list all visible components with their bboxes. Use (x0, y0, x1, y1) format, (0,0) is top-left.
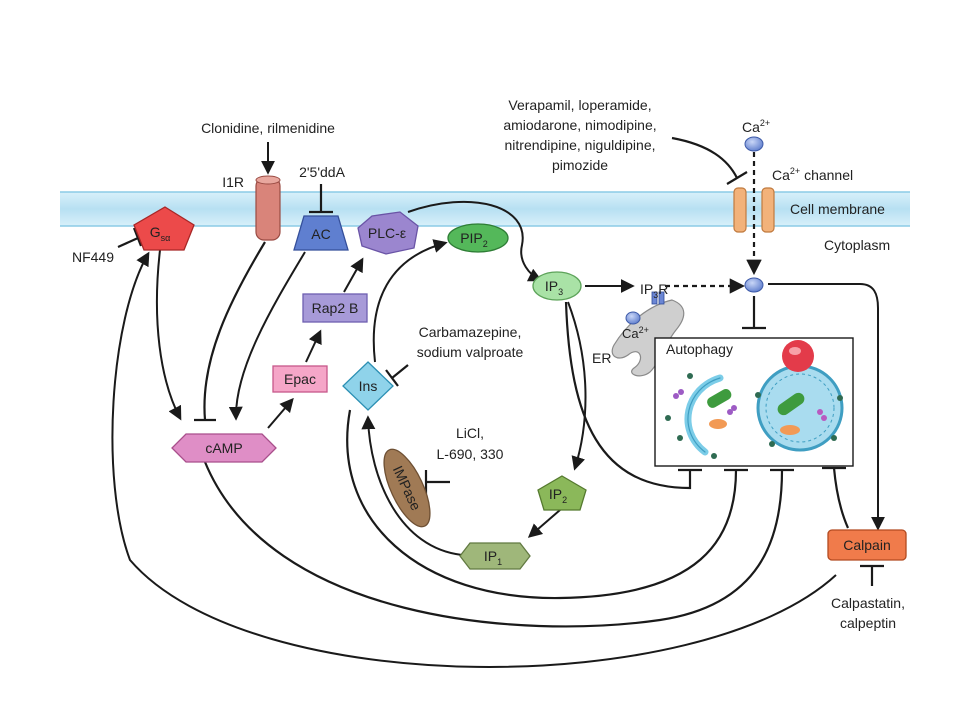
ca-er-label: Ca2+ (622, 325, 649, 341)
arrow-plc-ip3 (407, 200, 543, 282)
ip3r-receptor (651, 291, 665, 305)
cell-membrane-label: Cell membrane (790, 201, 885, 217)
inhibit-verapamil-stem (671, 136, 738, 179)
arrow-gs-camp (155, 249, 182, 421)
epac-node: Epac (272, 365, 328, 393)
svg-text:IP2: IP2 (549, 486, 567, 505)
arrow-ip3-ip2 (567, 301, 587, 471)
svg-text:IP1: IP1 (484, 548, 502, 567)
cytoplasm-label: Cytoplasm (824, 237, 890, 253)
i1r-label: I1R (222, 174, 244, 190)
ca-ion-er (625, 311, 641, 325)
drug-calpastatin-label: Calpastatin, calpeptin (831, 595, 905, 631)
svg-text:sodium valproate: sodium valproate (417, 344, 524, 360)
svg-text:Calpain: Calpain (843, 537, 890, 553)
er-structure (611, 299, 685, 377)
rap2b-node: Rap2 B (302, 293, 368, 323)
svg-text:LiCl,: LiCl, (456, 425, 484, 441)
gs-alpha-node: Gsα (133, 206, 195, 251)
svg-text:Rap2 B: Rap2 B (312, 300, 359, 316)
svg-text:nitrendipine, niguldipine,: nitrendipine, niguldipine, (505, 137, 656, 153)
drug-nf449-label: NF449 (72, 249, 114, 265)
er-label: ER (592, 350, 611, 366)
drug-verapamil-label: Verapamil, loperamide, amiodarone, nimod… (503, 97, 656, 173)
ca-channel-label: Ca2+ channel (772, 166, 853, 183)
svg-text:pimozide: pimozide (552, 157, 608, 173)
ca-ion-cytoplasm (744, 277, 764, 293)
drug-clonidine-label: Clonidine, rilmenidine (201, 120, 335, 136)
svg-text:amiodarone, nimodipine,: amiodarone, nimodipine, (503, 117, 656, 133)
autophagy-box (654, 337, 854, 467)
svg-text:PIP2: PIP2 (460, 230, 488, 249)
impase-node: IMPase (383, 448, 431, 528)
ip2-node: IP2 (537, 475, 587, 511)
svg-text:Ins: Ins (359, 378, 378, 394)
svg-text:Carbamazepine,: Carbamazepine, (419, 324, 522, 340)
arrow-ip1-ins (361, 415, 463, 556)
svg-text:Epac: Epac (284, 371, 316, 387)
svg-text:cAMP: cAMP (205, 440, 242, 456)
camp-node: cAMP (171, 433, 277, 463)
arrow-ac-camp (228, 251, 306, 421)
arrow-calpain-gs (111, 251, 837, 668)
svg-text:Verapamil, loperamide,: Verapamil, loperamide, (508, 97, 651, 113)
svg-text:Gsα: Gsα (150, 224, 171, 243)
svg-text:calpeptin: calpeptin (840, 615, 896, 631)
pip2-node: PIP2 (447, 223, 509, 253)
ip1-node: IP1 (459, 542, 531, 570)
inhibit-camp-autophagy-stem (203, 461, 784, 628)
drug-ddA-label: 2'5'ddA (299, 164, 345, 180)
ca-channel (733, 187, 775, 233)
inhibit-carbamazepine-bar (385, 369, 399, 387)
inhibit-ins-autophagy-stem (346, 409, 738, 600)
svg-text:Calpastatin,: Calpastatin, (831, 595, 905, 611)
ca-extracellular-label: Ca2+ (742, 118, 770, 135)
inhibit-nf449-gs-stem (117, 236, 139, 249)
drug-licl-label: LiCl, L-690, 330 (437, 425, 504, 462)
inhibit-nf449-gs-bar (132, 227, 143, 247)
svg-text:AC: AC (311, 226, 330, 242)
arrow-ins-pip2 (372, 239, 448, 363)
arrow-camp-epac (267, 397, 294, 429)
ca-ion-extracellular (744, 136, 764, 152)
inhibit-verapamil-bar (726, 171, 748, 185)
drug-carbamazepine-label: Carbamazepine, sodium valproate (417, 324, 524, 360)
plc-epsilon-node: PLC-ε (357, 211, 419, 255)
ins-node: Ins (342, 361, 394, 411)
svg-text:L-690, 330: L-690, 330 (437, 446, 504, 462)
inhibit-carbamazepine-stem (391, 364, 409, 379)
i1r-receptor (255, 175, 281, 241)
arrow-ip2-ip1 (527, 509, 561, 538)
ip3-node: IP3 (532, 271, 582, 301)
arrow-ca-calpain (768, 283, 885, 531)
svg-text:IP3: IP3 (545, 278, 563, 297)
inhibit-i1r-camp-stem (203, 241, 266, 421)
autophagy-label: Autophagy (666, 341, 733, 357)
arrow-epac-rap2b (305, 329, 322, 363)
ip3r-label: IP3R (640, 281, 668, 300)
calpain-node: Calpain (827, 529, 907, 561)
ac-node: AC (293, 215, 349, 251)
inhibit-calpain-autophagy-stem (832, 467, 850, 529)
inhibit-ip3-autophagy-stem (564, 301, 692, 490)
arrow-rap2b-plc (343, 257, 364, 293)
svg-text:PLC-ε: PLC-ε (368, 225, 406, 241)
